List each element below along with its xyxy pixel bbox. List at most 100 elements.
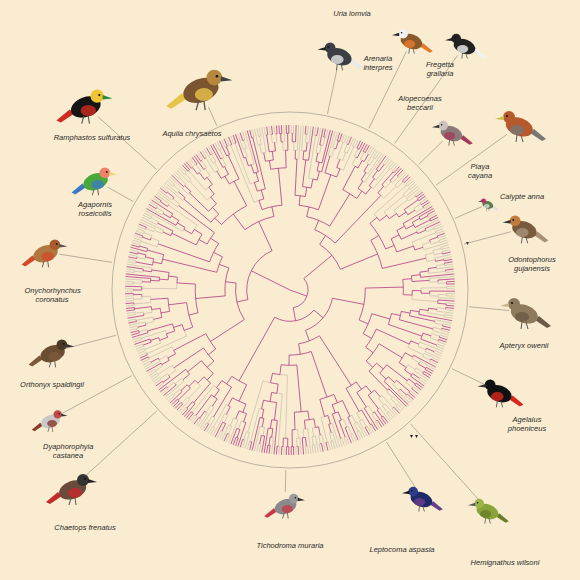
branch xyxy=(276,446,278,454)
branch xyxy=(200,152,206,159)
branch xyxy=(259,200,272,209)
branch xyxy=(225,282,236,302)
branch xyxy=(404,200,418,212)
branch xyxy=(437,309,454,313)
branch xyxy=(260,136,262,145)
branch xyxy=(187,402,194,408)
branch xyxy=(135,233,143,237)
branch xyxy=(415,383,422,388)
branch xyxy=(184,229,194,233)
branch xyxy=(174,185,180,192)
branch xyxy=(138,324,146,328)
bird-figure xyxy=(445,34,486,59)
branch xyxy=(418,363,425,369)
branch xyxy=(379,236,394,249)
branch xyxy=(352,157,356,166)
branch xyxy=(206,405,212,412)
branch xyxy=(140,222,155,230)
branch xyxy=(125,299,133,301)
branch xyxy=(396,182,403,188)
branch xyxy=(126,309,134,311)
branch xyxy=(283,125,285,142)
branch xyxy=(295,159,300,196)
species-label: Leptocoma aspasia xyxy=(369,546,434,555)
branch xyxy=(212,207,218,218)
branch xyxy=(140,246,148,250)
branch xyxy=(245,149,248,158)
branch xyxy=(344,437,347,445)
branch xyxy=(163,184,184,200)
branch xyxy=(418,344,426,350)
branch xyxy=(215,422,224,437)
branch xyxy=(175,172,181,179)
branch xyxy=(163,384,176,396)
branch xyxy=(135,312,144,314)
branch xyxy=(441,247,449,249)
bird-figure xyxy=(503,215,549,243)
branch xyxy=(430,336,438,341)
branch xyxy=(433,248,441,252)
branch xyxy=(257,128,260,136)
branch xyxy=(151,298,169,305)
branch xyxy=(312,436,314,445)
branch xyxy=(446,303,454,304)
species-label: Apteryx owenii xyxy=(500,342,549,351)
branch xyxy=(292,133,294,141)
leader-line xyxy=(285,470,287,492)
branch xyxy=(251,408,262,441)
branch xyxy=(177,283,196,299)
branch xyxy=(254,129,259,145)
marker xyxy=(410,435,418,438)
phylogeny xyxy=(125,125,455,455)
branch xyxy=(229,137,232,145)
branch xyxy=(288,125,289,133)
branch xyxy=(262,127,266,152)
branch xyxy=(430,215,437,220)
branch xyxy=(438,294,446,296)
branch xyxy=(361,386,371,393)
branch xyxy=(405,367,412,374)
branch xyxy=(338,133,342,141)
branch xyxy=(277,393,282,446)
species-label: Piaya cayana xyxy=(463,163,498,180)
branch xyxy=(250,442,252,450)
branch xyxy=(262,427,264,436)
branch xyxy=(200,406,214,428)
branch xyxy=(127,262,135,263)
branch xyxy=(294,412,301,430)
branch xyxy=(406,181,413,187)
branch xyxy=(236,438,239,446)
branch xyxy=(393,167,399,173)
bird-figure xyxy=(72,167,118,195)
branch xyxy=(131,331,139,333)
branch xyxy=(244,140,246,149)
branch xyxy=(304,437,307,445)
branch xyxy=(316,153,319,162)
branch xyxy=(125,286,142,288)
branch xyxy=(364,164,369,173)
branch xyxy=(286,125,287,133)
branch xyxy=(163,232,172,236)
species-label: Alopecoenas beccarii xyxy=(395,95,445,112)
branch xyxy=(179,206,215,239)
branch xyxy=(248,381,271,432)
branch xyxy=(427,211,434,216)
branch xyxy=(378,254,426,268)
branch xyxy=(413,246,423,250)
branch xyxy=(309,135,316,179)
branch xyxy=(412,218,419,225)
branch xyxy=(126,303,134,304)
branch xyxy=(209,187,214,197)
branch xyxy=(319,435,321,444)
branch xyxy=(146,363,161,371)
species-label: Uria lomvia xyxy=(333,10,371,19)
branch xyxy=(447,294,455,295)
branch xyxy=(272,437,274,454)
bird-figure xyxy=(29,339,75,367)
branch xyxy=(351,434,354,442)
branch xyxy=(433,329,449,335)
branch xyxy=(289,354,300,365)
branch xyxy=(312,445,313,453)
branch xyxy=(252,129,254,137)
branch xyxy=(184,315,193,330)
